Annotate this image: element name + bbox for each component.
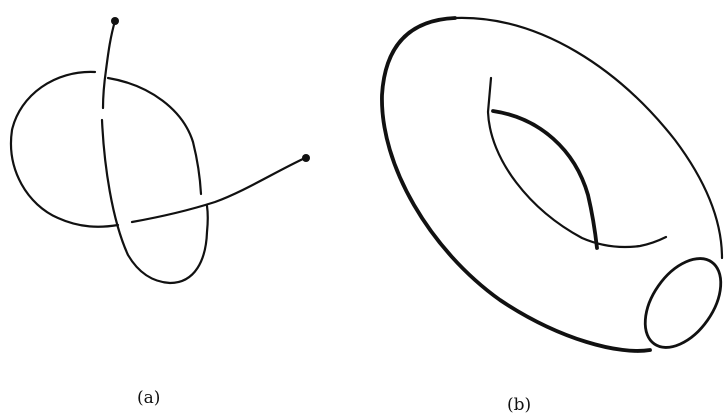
panel-b-label: (b) <box>507 395 532 415</box>
torus-inner-hole-ridge <box>491 109 599 250</box>
panel-a-label: (a) <box>137 388 161 408</box>
knot-endpoint-right <box>302 154 310 162</box>
knot-tail-strand <box>130 156 307 224</box>
knot-endpoint-top <box>111 17 119 25</box>
torus-outer-right-edge <box>453 16 724 260</box>
knot-outer-loop <box>9 70 120 228</box>
torus-outer-left-edge <box>380 16 652 353</box>
panel-b-torus-diagram <box>380 16 724 353</box>
panel-a-knot-diagram <box>9 17 310 285</box>
knot-lower-crossing-arc <box>100 118 209 285</box>
knot-top-strand <box>101 19 117 110</box>
torus-meridian-cut <box>643 257 723 349</box>
torus-inner-hole-top <box>486 76 668 249</box>
knot-loop-upper-right <box>106 76 203 196</box>
